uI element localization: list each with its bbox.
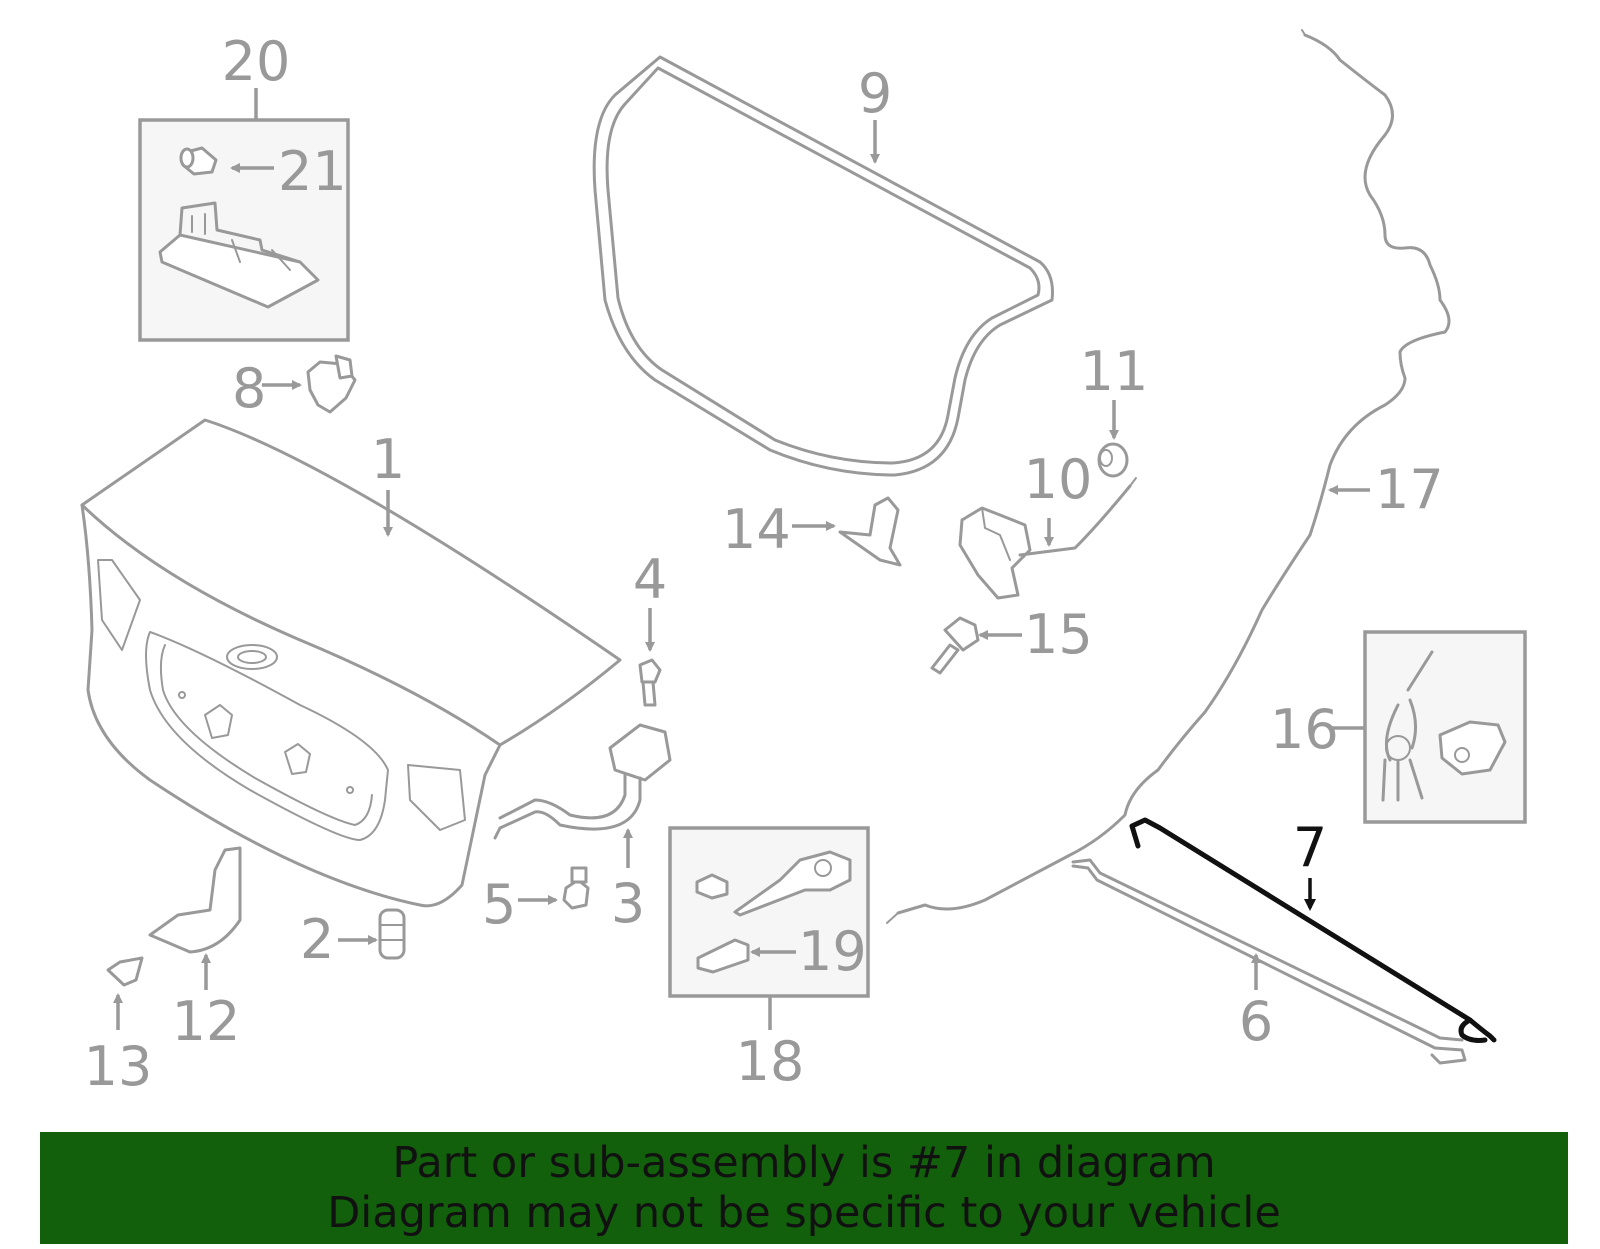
callout-9: 9: [858, 62, 892, 125]
banner-line-2: Diagram may not be specific to your vehi…: [327, 1188, 1281, 1238]
callout-3: 3: [611, 872, 645, 935]
callout-21: 21: [278, 140, 347, 203]
callout-17: 17: [1375, 458, 1444, 521]
callout-18: 18: [736, 1030, 805, 1093]
banner-line-1: Part or sub-assembly is #7 in diagram: [392, 1138, 1216, 1188]
callout-15: 15: [1024, 603, 1093, 666]
bolt-4: [638, 658, 662, 707]
lamp-bulb-21: [179, 146, 218, 176]
bumper-14: [838, 496, 902, 567]
bolt-5: [562, 866, 590, 910]
info-banner: Part or sub-assembly is #7 in diagram Di…: [40, 1132, 1568, 1244]
trunk-lid-1: [80, 418, 622, 908]
torsion-bar-6: [1071, 858, 1467, 1065]
weatherstrip-9: [592, 55, 1054, 477]
torsion-bar-7: [1129, 817, 1497, 1043]
callout-2: 2: [300, 908, 334, 971]
grommet-11: [1097, 442, 1129, 478]
pin-13: [106, 956, 144, 987]
callout-12: 12: [172, 990, 241, 1053]
callout-16: 16: [1270, 698, 1339, 761]
bumper-2: [378, 908, 406, 960]
bolt-15: [930, 616, 980, 675]
inset-box-20: [138, 88, 350, 342]
inset-box-18: [668, 826, 870, 1030]
bracket-12: [148, 846, 242, 954]
lamp-housing-20: [158, 201, 320, 309]
callout-8: 8: [232, 357, 266, 420]
callout-7: 7: [1293, 816, 1327, 879]
callout-19: 19: [798, 920, 867, 983]
callout-10: 10: [1024, 448, 1093, 511]
callout-6: 6: [1239, 990, 1273, 1053]
release-cable-17: [886, 29, 1451, 924]
callout-1: 1: [371, 428, 405, 491]
callout-13: 13: [84, 1035, 153, 1098]
parts-diagram: 20 21 8 9 11 10 17 1 14 4 15 16 7 3 5 2 …: [80, 29, 1527, 1098]
callout-5: 5: [482, 873, 516, 936]
clip-8: [306, 354, 357, 414]
callout-11: 11: [1080, 340, 1149, 403]
callout-20: 20: [222, 30, 291, 93]
hinge-3: [493, 723, 672, 840]
callout-labels: 20 21 8 9 11 10 17 1 14 4 15 16 7 3 5 2 …: [84, 30, 1444, 1098]
callout-4: 4: [633, 548, 667, 611]
inset-box-16: [1330, 630, 1527, 824]
actuator-10: [958, 477, 1137, 600]
callout-14: 14: [722, 498, 791, 561]
